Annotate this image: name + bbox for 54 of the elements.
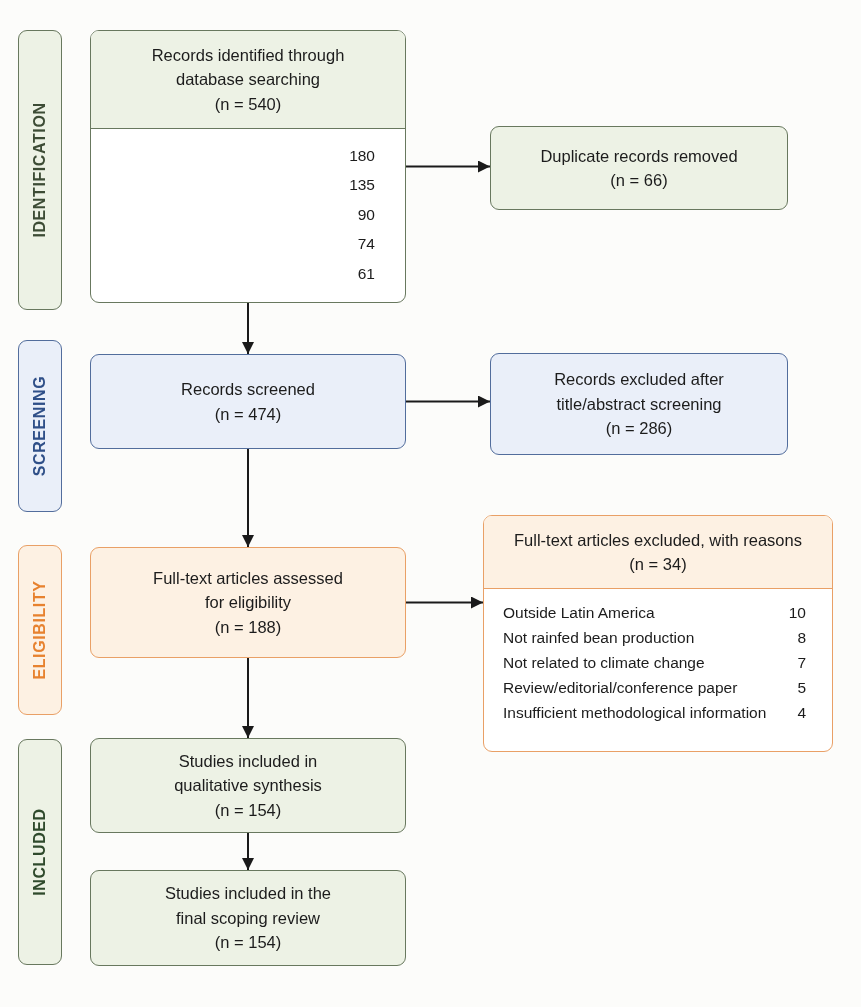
box-title: Records excluded after title/abstract screening <box>553 369 725 415</box>
reason-label: Outside Latin America <box>503 604 655 622</box>
process-box <box>490 353 788 455</box>
count-value: 7 <box>797 654 806 672</box>
phase-label: ELIGIBILITY <box>31 580 49 680</box>
box-title: Full-text articles excluded, with reasons <box>513 529 803 551</box>
phase-label: IDENTIFICATION <box>31 102 49 238</box>
arrow <box>242 832 254 871</box>
count-value: 5 <box>797 679 806 697</box>
phase-band <box>18 545 62 715</box>
box-title: Full-text articles assessed for eligibility <box>152 567 344 614</box>
process-box <box>90 547 406 658</box>
phase-label: INCLUDED <box>31 808 49 896</box>
arrow <box>242 302 254 355</box>
reason-label: Not related to climate change <box>503 654 705 672</box>
count-value: 90 <box>357 205 375 224</box>
arrow <box>405 395 491 408</box>
count-label: (n = 188) <box>214 616 282 638</box>
count-value: 10 <box>788 604 806 622</box>
count-value: 135 <box>349 176 375 195</box>
count-label: (n = 540) <box>214 93 282 115</box>
process-box <box>90 30 406 303</box>
phase-label: SCREENING <box>31 375 49 477</box>
count-value: 61 <box>357 264 375 283</box>
process-box <box>483 515 833 752</box>
box-title: Records identified through database searching <box>151 44 345 91</box>
reason-label: Insufficient methodological information <box>503 704 767 722</box>
box-title: Records screened <box>180 379 316 400</box>
arrow <box>242 657 254 739</box>
count-value: 8 <box>797 629 806 647</box>
count-value: 180 <box>349 146 375 165</box>
box-title: Studies included in the final scoping review <box>164 883 332 929</box>
reason-label: Review/editorial/conference paper <box>503 679 738 697</box>
phase-band <box>18 340 62 512</box>
count-label: (n = 66) <box>609 170 669 191</box>
count-label: (n = 286) <box>605 418 673 440</box>
count-value: 74 <box>357 235 375 254</box>
box-title: Studies included in qualitative synthesis <box>173 750 323 797</box>
phase-band <box>18 739 62 965</box>
count-label: (n = 154) <box>214 799 282 821</box>
process-box <box>490 126 788 210</box>
process-box <box>90 738 406 833</box>
arrow <box>405 160 491 173</box>
count-label: (n = 474) <box>214 403 282 425</box>
arrow <box>242 448 254 548</box>
process-box <box>90 354 406 449</box>
phase-band <box>18 30 62 310</box>
process-box <box>90 870 406 966</box>
reason-label: Not rainfed bean production <box>503 629 695 647</box>
count-label: (n = 154) <box>214 932 282 954</box>
count-label: (n = 34) <box>628 554 688 575</box>
count-value: 4 <box>797 704 806 722</box>
arrow <box>405 596 484 609</box>
box-title: Duplicate records removed <box>539 145 739 167</box>
